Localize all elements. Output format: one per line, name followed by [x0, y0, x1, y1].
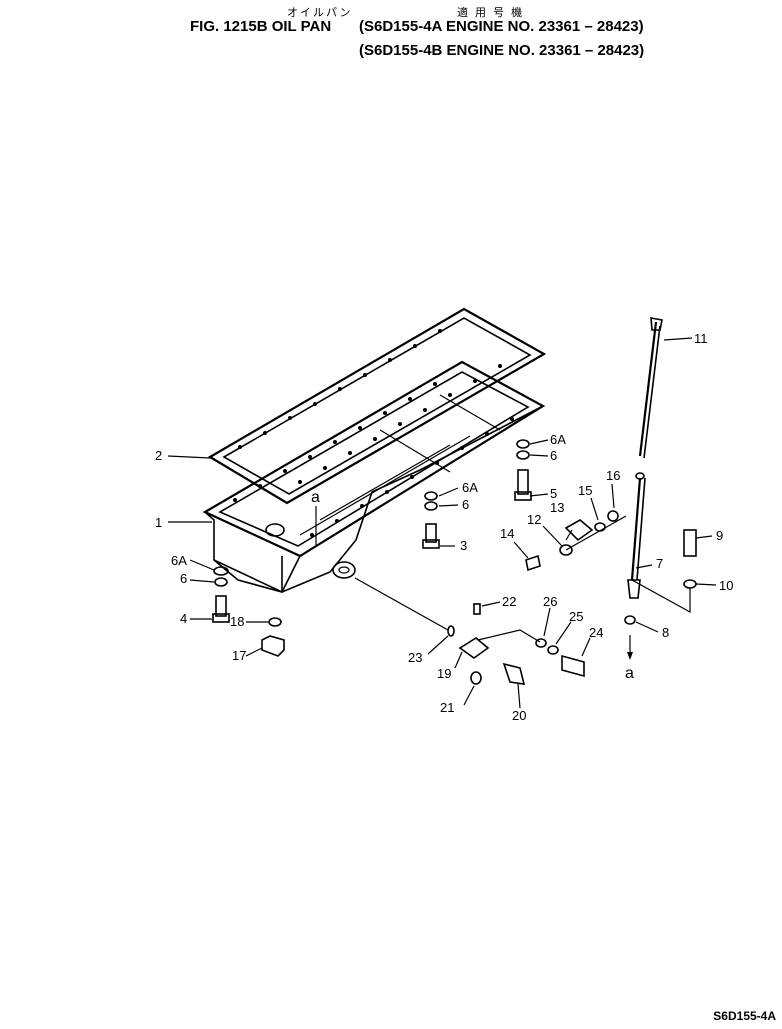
label-part-6-left: 6 [180, 571, 187, 586]
japanese-title: オイルパン [287, 7, 353, 19]
label-part-19: 19 [437, 666, 451, 681]
label-part-20: 20 [512, 708, 526, 723]
label-part-9: 9 [716, 528, 723, 543]
label-part-3: 3 [460, 538, 467, 553]
applicability-line-2: (S6D155-4B ENGINE NO. 23361 – 28423) [359, 42, 645, 59]
label-part-13: 13 [550, 500, 564, 515]
label-part-7: 7 [656, 556, 663, 571]
label-part-6-mid: 6 [462, 497, 469, 512]
label-part-24: 24 [589, 625, 603, 640]
label-part-18: 18 [230, 614, 244, 629]
model-footer: S6D155-4A [713, 1009, 776, 1023]
label-part-21: 21 [440, 700, 454, 715]
label-part-12: 12 [527, 512, 541, 527]
part-labels: 2 1 6A 6 4 18 17 3 6A 6 6A 6 5 11 16 15 … [155, 331, 733, 723]
label-part-14: 14 [500, 526, 514, 541]
label-part-10: 10 [719, 578, 733, 593]
gasket-drawing [207, 307, 547, 505]
reference-a-gauge: a [625, 665, 634, 682]
label-part-11: 11 [694, 331, 708, 346]
label-part-16: 16 [606, 468, 620, 483]
hardware-drawings [212, 317, 697, 685]
label-part-17: 17 [232, 648, 246, 663]
label-part-4: 4 [180, 611, 187, 626]
label-part-6a-top: 6A [550, 432, 566, 447]
reference-a-pan: a [311, 489, 320, 506]
japanese-applicability: 適 用 号 機 [457, 7, 525, 19]
label-part-22: 22 [502, 594, 516, 609]
label-part-8: 8 [662, 625, 669, 640]
applicability-line-1: (S6D155-4A ENGINE NO. 23361 – 28423) [359, 18, 644, 35]
label-part-1: 1 [155, 515, 162, 530]
label-part-25: 25 [569, 609, 583, 624]
label-part-6a-mid: 6A [462, 480, 478, 495]
label-part-26: 26 [543, 594, 557, 609]
label-part-6-top: 6 [550, 448, 557, 463]
figure-title: FIG. 1215B OIL PAN [190, 18, 332, 35]
label-part-23: 23 [408, 650, 422, 665]
leader-lines [167, 337, 717, 709]
label-part-5: 5 [550, 486, 557, 501]
label-part-2: 2 [155, 448, 162, 463]
oil-pan-drawing [202, 360, 546, 593]
label-part-15: 15 [578, 483, 592, 498]
label-part-6a-left: 6A [171, 553, 187, 568]
